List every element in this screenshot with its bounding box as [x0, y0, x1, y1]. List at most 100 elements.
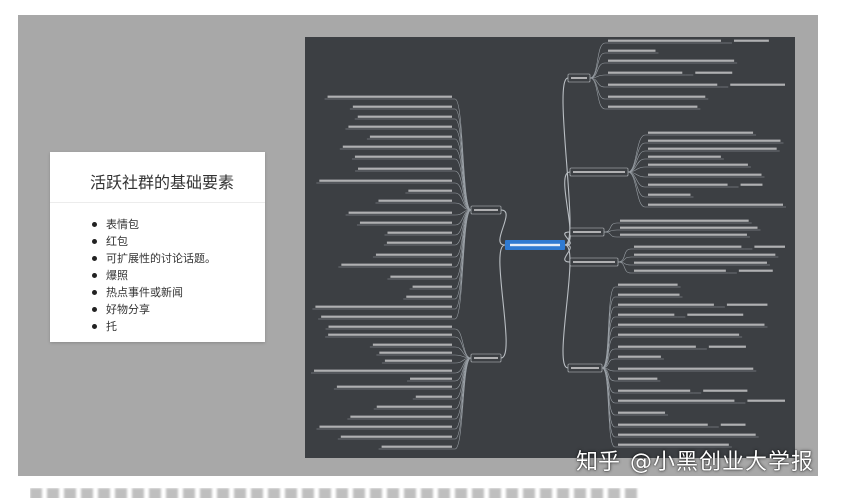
bullet-text: 托 [106, 320, 117, 333]
mindmap-main-branch-line [564, 231, 571, 246]
mindmap-illegible-text [618, 411, 666, 414]
mindmap-illegible-text [618, 355, 661, 358]
mindmap-illegible-text [730, 83, 785, 86]
mindmap-illegible-text [634, 269, 726, 272]
mindmap-sub-branch-line [617, 261, 632, 274]
mindmap-illegible-text [415, 395, 452, 398]
mindmap-illegible-text [618, 323, 765, 326]
mindmap-illegible-text [406, 295, 452, 298]
mindmap-illegible-text [352, 105, 452, 108]
mindmap-illegible-text [648, 193, 691, 196]
bullet-text: 表情包 [106, 218, 139, 231]
slide-card: 活跃社群的基础要素 表情包 红包 可扩展性的讨论话题。 爆照 热点事件或新闻 好… [50, 152, 265, 342]
mindmap-illegible-text [618, 389, 691, 392]
mindmap-sub-branch-line [617, 248, 632, 263]
mindmap-illegible-text [738, 269, 773, 272]
mindmap-illegible-text [648, 183, 728, 186]
mindmap-illegible-text [648, 155, 721, 158]
mindmap-illegible-text [327, 95, 452, 98]
mindmap-illegible-text [733, 39, 769, 42]
mindmap-illegible-text [375, 253, 452, 256]
mindmap-illegible-text [474, 357, 498, 359]
mindmap-illegible-text [319, 179, 452, 182]
mindmap-illegible-text [608, 59, 735, 62]
mindmap-illegible-text [720, 423, 746, 426]
mindmap-illegible-text [378, 199, 452, 202]
mindmap-sub-branch-line [601, 336, 616, 369]
bullet-dot-icon [92, 324, 97, 329]
mindmap-main-branch-line [499, 209, 507, 246]
mindmap-sub-branch-line [454, 108, 472, 211]
bullet-dot-icon [92, 307, 97, 312]
mindmap-illegible-text [634, 245, 742, 248]
bullet-item: 爆照 [50, 267, 216, 284]
mindmap-sub-branch-line [603, 222, 618, 233]
mindmap-illegible-text [687, 313, 744, 316]
mindmap-sub-branch-line [589, 52, 606, 79]
mindmap-illegible-text [708, 345, 746, 348]
mindmap-illegible-text [620, 226, 758, 229]
mindmap-illegible-text [319, 425, 452, 428]
bullet-item: 表情包 [50, 216, 216, 233]
title-divider [50, 202, 265, 203]
mindmap-main-branch-line [564, 244, 571, 263]
mindmap-illegible-text [381, 445, 452, 448]
mindmap-illegible-text [376, 405, 452, 408]
bullet-dot-icon [92, 256, 97, 261]
mindmap-sub-branch-line [627, 134, 646, 173]
mindmap-illegible-text [372, 343, 452, 346]
mindmap-illegible-text [571, 77, 587, 79]
bullet-text: 红包 [106, 235, 128, 248]
mindmap-illegible-text [313, 369, 452, 372]
mindmap-illegible-text [386, 241, 452, 244]
mindmap-main-branch-line [499, 244, 507, 359]
mindmap-illegible-text [608, 105, 698, 108]
mindmap-diagram [305, 37, 795, 458]
mindmap-sub-branch-line [603, 229, 618, 233]
mindmap-illegible-text [573, 231, 601, 233]
mindmap-sub-branch-line [454, 357, 472, 420]
cut-off-caption [30, 488, 640, 498]
mindmap-illegible-text [328, 325, 452, 328]
mindmap-illegible-text [618, 293, 680, 296]
bullet-text: 好物分享 [106, 303, 150, 316]
mindmap-sub-branch-line [589, 42, 606, 79]
mindmap-illegible-text [384, 359, 452, 362]
mindmap-sub-branch-line [454, 138, 472, 211]
mindmap-sub-branch-line [603, 231, 618, 238]
mindmap-illegible-text [510, 243, 560, 247]
mindmap-illegible-text [358, 167, 452, 170]
bullet-text: 可扩展性的讨论话题。 [106, 252, 216, 265]
watermark-author: @小黑创业大学报 [630, 450, 815, 475]
bullet-item: 托 [50, 318, 216, 335]
mindmap-illegible-text [620, 233, 747, 236]
bullet-text: 爆照 [106, 269, 128, 282]
mindmap-illegible-text [648, 131, 754, 134]
mindmap-illegible-text [608, 83, 718, 86]
mindmap-illegible-text [341, 263, 452, 266]
bullet-list: 表情包 红包 可扩展性的讨论话题。 爆照 热点事件或新闻 好物分享 托 [50, 216, 216, 335]
slide-title: 活跃社群的基础要素 [90, 173, 235, 192]
bullet-dot-icon [92, 290, 97, 295]
mindmap-illegible-text [618, 423, 708, 426]
mindmap-illegible-text [408, 189, 452, 192]
mindmap-illegible-text [379, 351, 452, 354]
mindmap-illegible-text [608, 49, 656, 52]
mindmap-illegible-text [573, 261, 615, 263]
mindmap-illegible-text [618, 313, 675, 316]
mindmap-canvas [310, 39, 786, 450]
bullet-dot-icon [92, 273, 97, 278]
mindmap-illegible-text [648, 147, 777, 150]
mindmap-sub-branch-line [589, 62, 606, 79]
mindmap-main-branch-line [564, 171, 571, 246]
mindmap-sub-branch-line [454, 202, 472, 211]
mindmap-illegible-text [618, 367, 754, 370]
mindmap-illegible-text [754, 245, 785, 248]
mindmap-sub-branch-line [601, 358, 616, 369]
mindmap-illegible-text [474, 209, 498, 211]
mindmap-sub-branch-line [454, 336, 472, 359]
mindmap-illegible-text [726, 303, 768, 306]
bullet-dot-icon [92, 222, 97, 227]
mindmap-illegible-text [747, 399, 785, 402]
mindmap-illegible-text [618, 443, 729, 446]
